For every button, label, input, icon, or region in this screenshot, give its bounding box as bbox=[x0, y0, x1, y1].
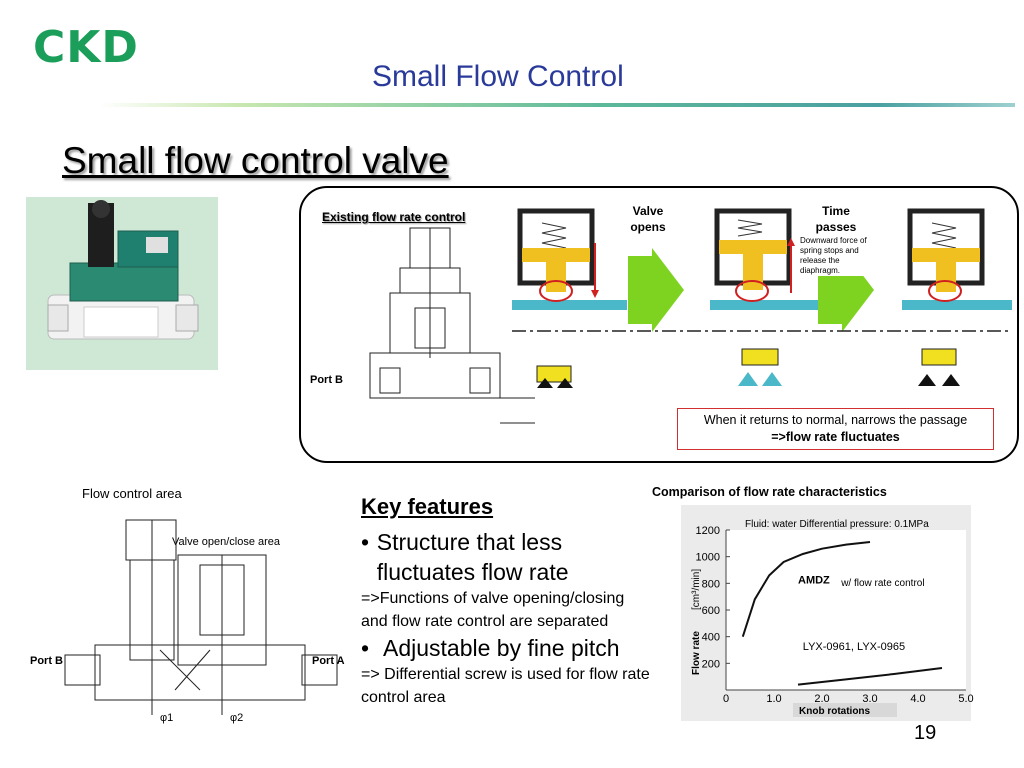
downward-force-note: Downward force of spring stops and relea… bbox=[800, 236, 878, 276]
page-number: 19 bbox=[914, 722, 937, 744]
note-line-1: When it returns to normal, narrows the p… bbox=[703, 413, 968, 427]
feature-bullet-2-text: Adjustable by fine pitch bbox=[383, 635, 620, 661]
new-valve-drawing bbox=[64, 519, 338, 715]
chart-ylabel: Flow rate bbox=[691, 631, 702, 675]
main-heading: Small flow control valve bbox=[62, 140, 449, 181]
y-tick-label: 200 bbox=[702, 658, 720, 670]
feature-bullet-2: • Adjustable by fine pitch bbox=[361, 633, 651, 663]
x-tick-label: 1.0 bbox=[766, 693, 781, 705]
xlabel-bg bbox=[793, 703, 897, 717]
x-tick-label: 5.0 bbox=[958, 693, 973, 705]
flow-rate-chart: Fluid: water Differential pressure: 0.1M… bbox=[691, 519, 974, 717]
feature-sub-1-text: =>Functions of valve opening/closing and… bbox=[361, 590, 625, 630]
page-title: Small Flow Control bbox=[372, 60, 624, 93]
x-tick-label: 4.0 bbox=[910, 693, 925, 705]
chart-plot-area bbox=[726, 530, 966, 690]
chart-title: Comparison of flow rate characteristics bbox=[652, 485, 887, 499]
series-line-1 bbox=[741, 541, 871, 637]
key-features-title: Key features bbox=[361, 494, 494, 519]
x-tick-label: 2.0 bbox=[814, 693, 829, 705]
feature-sub-1: =>Functions of valve opening/closing and… bbox=[361, 587, 651, 633]
key-features-list: • Structure that less fluctuates flow ra… bbox=[361, 527, 651, 709]
y-tick-label: 400 bbox=[702, 632, 720, 644]
note-line-2: =>flow rate fluctuates bbox=[771, 430, 900, 444]
phi1-label: φ1 bbox=[160, 712, 174, 724]
existing-valve-drawing bbox=[369, 227, 535, 424]
feature-bullet-1-text: Structure that less fluctuates flow rate bbox=[376, 529, 569, 585]
y-tick-label: 1200 bbox=[696, 525, 720, 537]
bullet-marker: • bbox=[361, 529, 370, 555]
series-label-2: LYX-0961, LYX-0965 bbox=[803, 641, 905, 653]
feature-sub-2-text: => Differential screw is used for flow r… bbox=[361, 666, 650, 706]
y-tick-label: 1000 bbox=[696, 552, 720, 564]
port-a-label: Port A bbox=[312, 655, 345, 667]
series-label-1: AMDZ bbox=[798, 574, 830, 586]
fluctuation-note: When it returns to normal, narrows the p… bbox=[677, 408, 994, 450]
y-tick-label: 600 bbox=[702, 605, 720, 617]
x-tick-label: 3.0 bbox=[862, 693, 877, 705]
time-passes-label: Time passes bbox=[815, 204, 857, 234]
series-line-2 bbox=[797, 667, 943, 686]
port-b-label-top: Port B bbox=[310, 374, 343, 386]
feature-bullet-1: • Structure that less fluctuates flow ra… bbox=[361, 527, 651, 587]
valve-stages-drawing bbox=[512, 208, 1012, 388]
x-tick-label: 0 bbox=[723, 693, 729, 705]
feature-sub-2: => Differential screw is used for flow r… bbox=[361, 663, 651, 709]
ckd-logo: CKD bbox=[33, 22, 139, 73]
chart-yunit: [cm³/min] bbox=[691, 569, 702, 610]
y-tick-label: 800 bbox=[702, 578, 720, 590]
product-photo bbox=[26, 197, 218, 370]
existing-label: Existing flow rate control bbox=[322, 210, 466, 224]
phi2-label: φ2 bbox=[230, 712, 244, 724]
chart-annotation: Fluid: water Differential pressure: 0.1M… bbox=[745, 519, 929, 530]
port-b-label: Port B bbox=[30, 655, 63, 667]
chart-xlabel: Knob rotations bbox=[799, 706, 871, 717]
header-divider bbox=[100, 103, 1015, 107]
series-label-1-suffix: w/ flow rate control bbox=[840, 578, 924, 589]
bullet-marker: • bbox=[361, 635, 370, 661]
valve-area-label: Valve open/close area bbox=[172, 536, 281, 548]
valve-opens-label: Valve opens bbox=[630, 204, 666, 234]
flow-control-area-label: Flow control area bbox=[82, 486, 182, 501]
